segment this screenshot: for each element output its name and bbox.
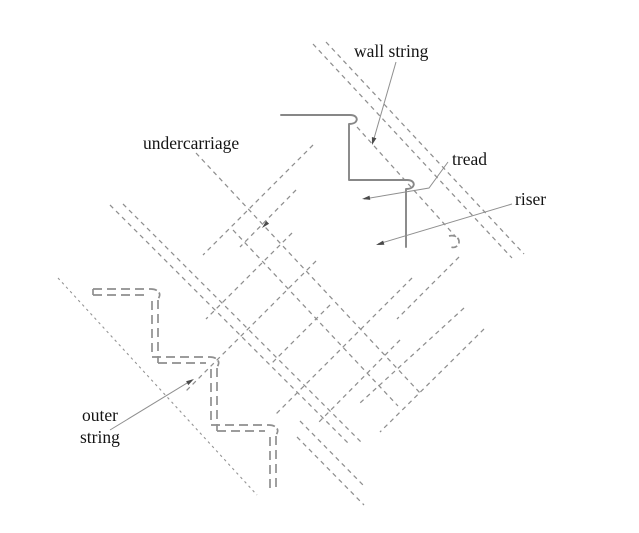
wall-string-arrowhead	[371, 137, 377, 145]
outer-string-arrowhead	[186, 379, 194, 386]
riser-leader	[377, 203, 513, 245]
wall-string-leader	[372, 61, 397, 143]
outer-string-leader	[109, 379, 193, 431]
label-undercarriage: undercarriage	[143, 133, 239, 153]
hidden-nosing-hook	[448, 234, 460, 249]
label-wall-string: wall string	[354, 41, 429, 61]
tread-leader	[363, 161, 449, 200]
leader-lines	[109, 61, 513, 431]
diagonal-construction-lines	[185, 126, 485, 506]
label-riser: riser	[515, 189, 546, 209]
outer-string-profile	[92, 288, 279, 492]
label-tread: tread	[452, 149, 487, 169]
undercarriage-arrowhead	[262, 220, 270, 228]
tread-riser-profile	[280, 114, 415, 248]
outer-string-edge-line	[57, 277, 258, 496]
wall-string-lines	[312, 41, 525, 259]
label-outer-string-line1: outer	[82, 405, 118, 425]
tread-arrowhead	[362, 195, 371, 200]
label-outer-string-line2: string	[80, 427, 120, 447]
riser-arrowhead	[376, 240, 385, 245]
undercarriage-lines	[109, 203, 364, 446]
